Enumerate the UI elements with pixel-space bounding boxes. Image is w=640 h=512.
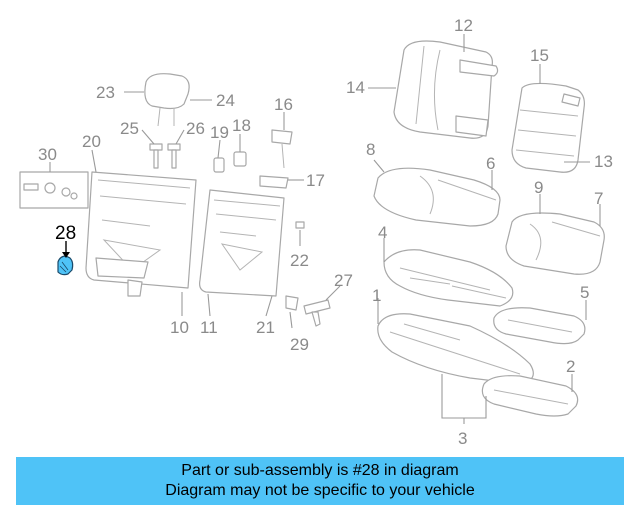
seat-cushion-right xyxy=(505,212,605,275)
guide-pins xyxy=(149,143,181,169)
callout-18[interactable]: 18 xyxy=(232,116,251,135)
hinge-kit-30 xyxy=(19,171,89,209)
callout-16[interactable]: 16 xyxy=(274,95,293,114)
callout-14[interactable]: 14 xyxy=(346,78,365,97)
banner-line-disclaimer: Diagram may not be specific to your vehi… xyxy=(165,482,475,499)
callout-10[interactable]: 10 xyxy=(170,318,189,337)
callout-27[interactable]: 27 xyxy=(334,271,353,290)
leader-arrow-28 xyxy=(62,252,70,258)
callout-7[interactable]: 7 xyxy=(594,189,603,208)
banner-line-part: Part or sub-assembly is #28 in diagram xyxy=(181,462,459,479)
callout-1[interactable]: 1 xyxy=(372,286,381,305)
callout-8[interactable]: 8 xyxy=(366,140,375,159)
callout-12[interactable]: 12 xyxy=(454,16,473,35)
callout-4[interactable]: 4 xyxy=(378,223,387,242)
seat-pan xyxy=(377,313,534,385)
seat-pan-right xyxy=(481,375,579,417)
callout-5[interactable]: 5 xyxy=(580,283,589,302)
callout-2[interactable]: 2 xyxy=(566,357,575,376)
seat-frame-right xyxy=(493,307,586,345)
callout-25[interactable]: 25 xyxy=(120,119,139,138)
back-panel-right xyxy=(199,189,285,297)
seatback-cushion-upper xyxy=(393,40,499,139)
callout-24[interactable]: 24 xyxy=(216,91,235,110)
callout-15[interactable]: 15 xyxy=(530,46,549,65)
callout-30[interactable]: 30 xyxy=(38,145,57,164)
callout-21[interactable]: 21 xyxy=(256,318,275,337)
seat-cushion-left xyxy=(373,167,501,227)
back-panel-left xyxy=(85,171,197,297)
info-banner: Part or sub-assembly is #28 in diagram D… xyxy=(16,457,624,505)
callout-13[interactable]: 13 xyxy=(594,152,613,171)
callout-3[interactable]: 3 xyxy=(458,429,467,448)
highlighted-part-28[interactable] xyxy=(57,255,74,276)
callout-17[interactable]: 17 xyxy=(306,171,325,190)
callout-29[interactable]: 29 xyxy=(290,335,309,354)
callout-23[interactable]: 23 xyxy=(96,83,115,102)
callout-11[interactable]: 11 xyxy=(200,318,218,337)
callout-6[interactable]: 6 xyxy=(486,154,495,173)
small-hardware xyxy=(213,129,331,327)
parts-diagram: 1 2 3 4 5 6 7 8 9 10 11 12 13 14 15 16 1… xyxy=(19,16,613,448)
callout-28-highlighted[interactable]: 28 xyxy=(55,223,76,244)
callout-9[interactable]: 9 xyxy=(534,178,543,197)
leader-lines xyxy=(49,34,601,424)
callout-26[interactable]: 26 xyxy=(186,119,205,138)
callout-labels: 1 2 3 4 5 6 7 8 9 10 11 12 13 14 15 16 1… xyxy=(38,16,613,448)
callout-20[interactable]: 20 xyxy=(82,132,101,151)
headrest xyxy=(144,73,190,127)
seat-frame-upper xyxy=(383,249,514,307)
callout-22[interactable]: 22 xyxy=(290,251,309,270)
seatback-right xyxy=(511,82,585,173)
callout-19[interactable]: 19 xyxy=(210,123,229,142)
